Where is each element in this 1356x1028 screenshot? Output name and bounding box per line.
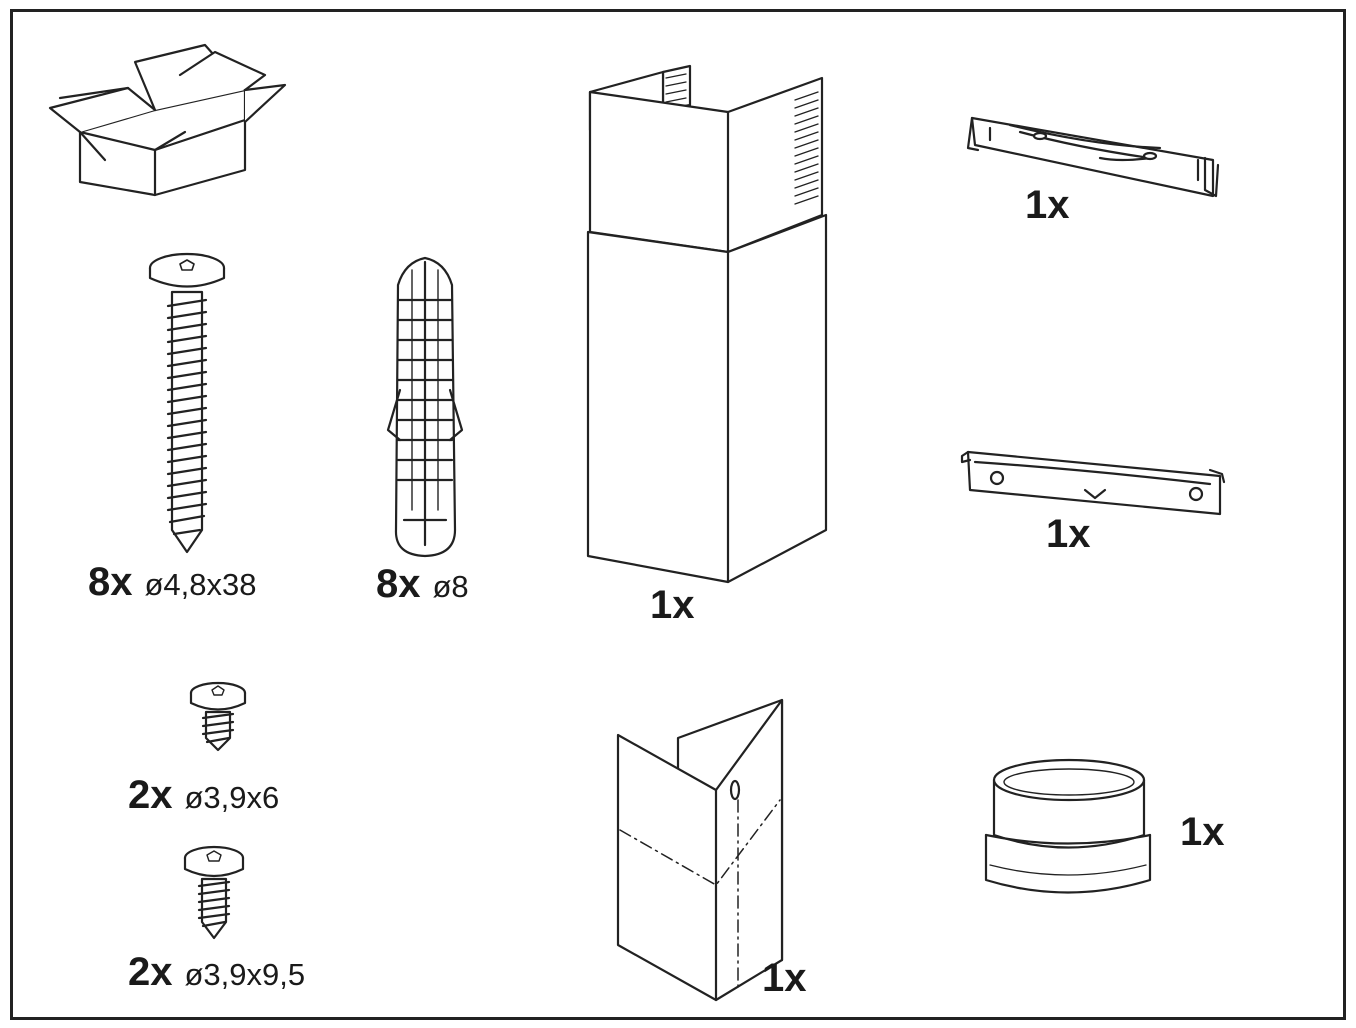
- small-screw-size: ø3,9x6: [184, 780, 280, 815]
- diagram-frame: [10, 9, 1346, 1020]
- wall-screw-qty: 8x: [88, 560, 133, 604]
- corner-plate-qty: 1x: [762, 956, 807, 1000]
- duct-adapter-label: 1x: [1180, 812, 1225, 852]
- lower-bracket-icon: [960, 450, 1226, 516]
- wall-plug-icon: [386, 256, 464, 558]
- corner-plate-icon: [616, 698, 784, 1002]
- small-screw-label: 2x ø3,9x6: [128, 775, 279, 815]
- upper-bracket-icon: [966, 116, 1220, 198]
- box-icon: [48, 43, 287, 197]
- upper-bracket-label: 1x: [1025, 185, 1070, 225]
- corner-plate-label: 1x: [762, 958, 807, 998]
- medium-screw-size: ø3,9x9,5: [184, 957, 306, 992]
- medium-screw-icon: [183, 845, 245, 940]
- lower-bracket-qty: 1x: [1046, 512, 1091, 556]
- upper-bracket-qty: 1x: [1025, 183, 1070, 227]
- medium-screw-label: 2x ø3,9x9,5: [128, 952, 305, 992]
- medium-screw-qty: 2x: [128, 950, 173, 994]
- wall-screw-label: 8x ø4,8x38: [88, 562, 257, 602]
- chimney-label: 1x: [650, 585, 695, 625]
- lower-bracket-label: 1x: [1046, 514, 1091, 554]
- small-screw-icon: [189, 681, 247, 752]
- duct-adapter-icon: [984, 758, 1152, 894]
- duct-adapter-qty: 1x: [1180, 810, 1225, 854]
- small-screw-qty: 2x: [128, 773, 173, 817]
- wall-plug-qty: 8x: [376, 562, 421, 606]
- wall-screw-icon: [148, 252, 226, 554]
- chimney-icon: [586, 64, 828, 584]
- wall-screw-size: ø4,8x38: [144, 567, 257, 602]
- wall-plug-label: 8x ø8: [376, 564, 469, 604]
- chimney-qty: 1x: [650, 583, 695, 627]
- wall-plug-size: ø8: [432, 569, 469, 604]
